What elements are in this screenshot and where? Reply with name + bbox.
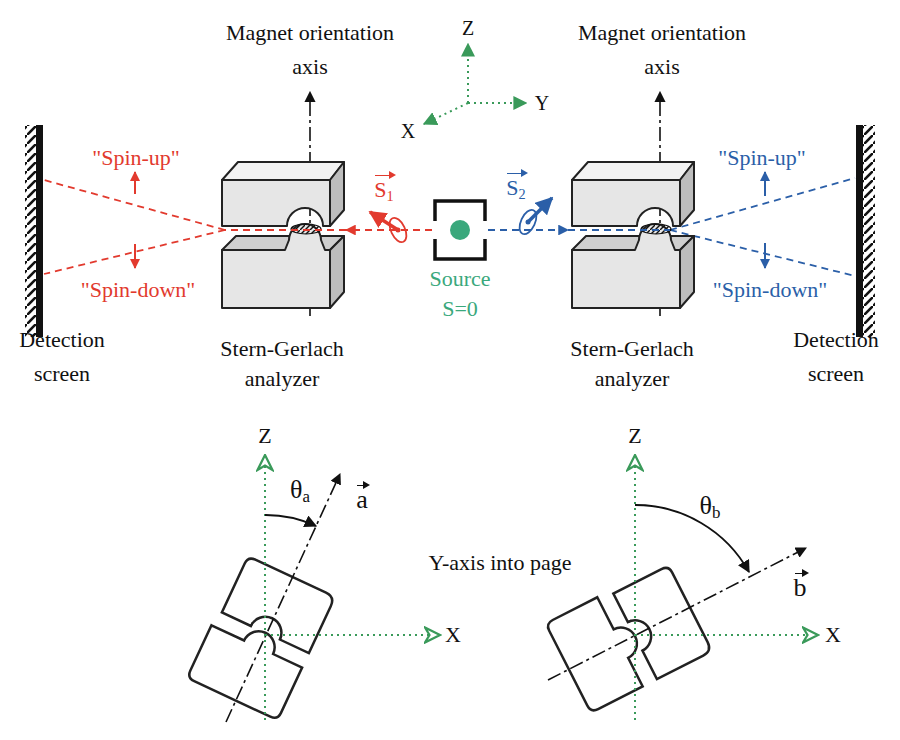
angle-label: θa: [275, 473, 325, 507]
rect-part: [36, 125, 43, 337]
line-part: [764, 243, 766, 268]
g-part: [635, 455, 818, 720]
subscript: b: [712, 503, 720, 522]
subscript: 1: [387, 188, 394, 204]
note: Y-axis into page: [429, 546, 572, 580]
line-part: [424, 103, 468, 124]
path-part: [222, 180, 330, 226]
line-part: [265, 634, 440, 636]
axis-title: Magnet orientation axis: [572, 16, 752, 84]
screen-label: Detection screen: [2, 323, 122, 391]
analyzer-magnet: Stern-Gerlach analyzer: [218, 155, 346, 312]
magnet-figure: [218, 155, 346, 312]
vector-arrow: b: [794, 571, 807, 605]
rotated-magnet-a: [187, 455, 440, 722]
g-part: [222, 162, 344, 308]
use-part: [546, 562, 713, 713]
path-part: [635, 505, 749, 572]
vector-arrow: S2: [506, 171, 525, 205]
vector-label: a: [347, 483, 377, 517]
vector-arrow: S1: [374, 173, 393, 207]
axis-letter: Y: [527, 86, 557, 120]
circle-part: [450, 220, 470, 240]
line-part: [568, 229, 670, 231]
top-axes: [424, 44, 526, 124]
ellipse-part: [291, 224, 321, 234]
ellipse-part: [641, 224, 671, 234]
rect-part: [25, 125, 37, 337]
source-box: [432, 198, 488, 262]
line-part: [528, 198, 552, 222]
spin-label: "Spin-down": [81, 273, 196, 307]
line-part: [44, 230, 225, 274]
axis-letter: Z: [250, 419, 280, 453]
line-part: [222, 229, 346, 231]
spin-label: "Spin-down": [713, 273, 828, 307]
line-part: [548, 548, 806, 680]
path-part: [572, 162, 694, 180]
use-part: [187, 555, 335, 721]
axis-letter: Z: [453, 11, 483, 45]
path-part: [572, 236, 694, 250]
spin-label: "Spin-up": [92, 141, 180, 175]
line-part: [764, 172, 766, 196]
source-box: Source S=0: [432, 198, 488, 262]
path-part: [680, 236, 694, 308]
spin-label: "Spin-up": [718, 141, 806, 175]
axis-letter: X: [438, 618, 468, 652]
rect-part: [863, 125, 875, 337]
g-part: [572, 162, 694, 308]
line-part: [468, 102, 526, 104]
vector-arrow: a: [356, 483, 368, 517]
path-part: [680, 162, 694, 226]
line-part: [134, 172, 136, 194]
beam-connector: [346, 229, 432, 231]
node-label: Stern-Gerlach analyzer: [552, 334, 712, 394]
axis-letter: Z: [620, 419, 650, 453]
path-part: [572, 180, 680, 226]
split-beam: [44, 178, 855, 276]
particle-spin: [370, 198, 552, 245]
line-part: [226, 474, 340, 722]
path-part: [435, 201, 485, 259]
line-part: [264, 455, 266, 720]
line-part: [635, 634, 818, 636]
path-part: [265, 515, 316, 526]
node-label: Stern-Gerlach analyzer: [202, 334, 362, 394]
line-part: [670, 178, 855, 230]
line-part: [467, 44, 469, 103]
axis-letter: X: [393, 114, 423, 148]
line-part: [634, 455, 636, 720]
rotated-magnet-b: [546, 455, 818, 720]
rect-part: [856, 125, 863, 337]
subscript: 2: [519, 186, 526, 202]
line-part: [670, 230, 855, 276]
angle-label: θb: [685, 489, 735, 523]
path-part: [572, 224, 680, 308]
magnet-figure: [568, 155, 696, 312]
subscript: a: [302, 487, 310, 506]
path-part: [330, 162, 344, 226]
line-part: [370, 212, 398, 230]
axis-letter: X: [818, 618, 848, 652]
analyzer-magnet: Stern-Gerlach analyzer: [568, 155, 696, 312]
beam-connector: [488, 229, 568, 231]
path-part: [222, 224, 330, 308]
spin-vector: S1: [364, 173, 404, 207]
g-part: [265, 455, 440, 720]
vector-label: b: [785, 571, 815, 605]
path-part: [222, 162, 344, 180]
spin-vector: S2: [496, 171, 536, 205]
node-label: Source S=0: [420, 264, 500, 324]
line-part: [134, 244, 136, 268]
path-part: [222, 236, 344, 250]
axis-title: Magnet orientation axis: [220, 16, 400, 84]
path-part: [330, 236, 344, 308]
detection-screen: [25, 125, 875, 337]
screen-label: Detection screen: [776, 323, 896, 391]
